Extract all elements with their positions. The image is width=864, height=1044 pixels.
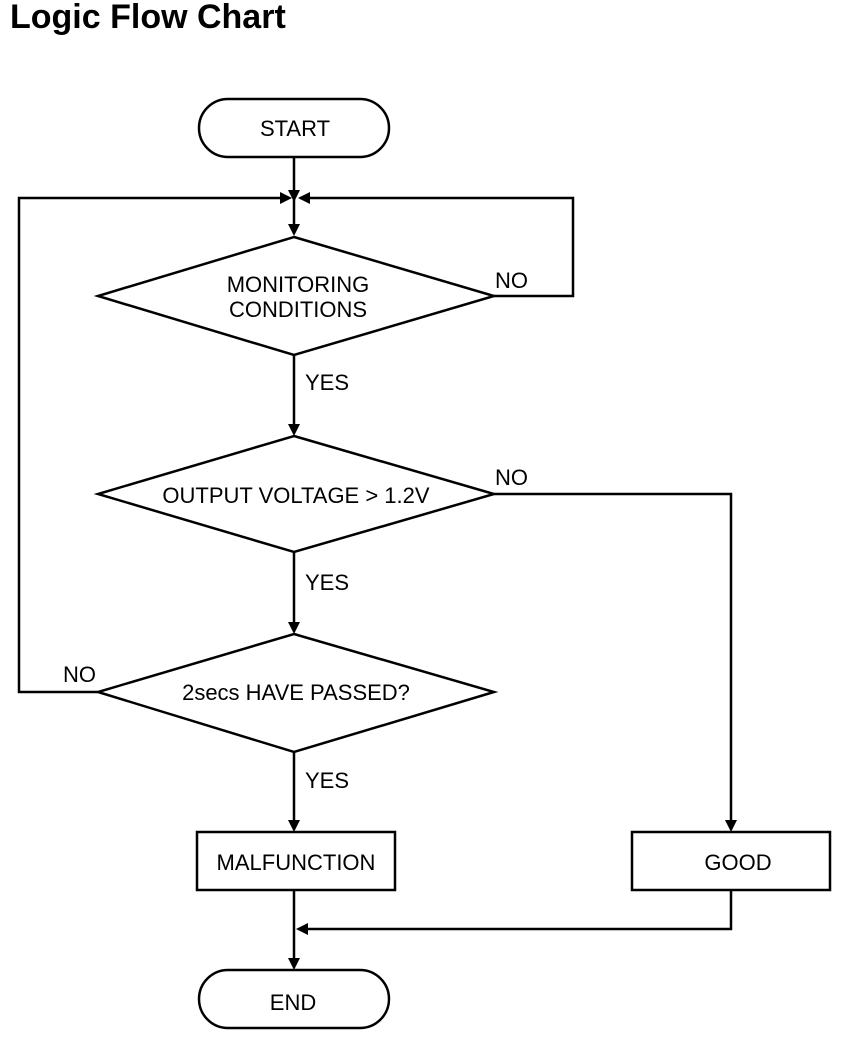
secs-yes-arrow <box>288 820 300 832</box>
output-voltage-label: OUTPUT VOLTAGE > 1.2V <box>162 483 429 508</box>
two-secs-label: 2secs HAVE PASSED? <box>182 680 410 705</box>
good-label: GOOD <box>704 850 771 875</box>
end-entry-arrow <box>288 958 300 970</box>
secs-no-arrow <box>280 192 292 204</box>
start-label: START <box>260 116 330 141</box>
secs-no-loop <box>17 196 288 694</box>
voltage-no-label: NO <box>495 465 528 490</box>
monitoring-yes-arrow <box>288 424 300 436</box>
good-connector <box>302 890 733 931</box>
secs-no-label: NO <box>63 662 96 687</box>
monitoring-no-arrow <box>298 192 310 204</box>
good-merge-arrow <box>296 923 308 935</box>
end-terminator <box>197 968 391 1030</box>
malfunction-label: MALFUNCTION <box>217 850 376 875</box>
monitoring-entry-arrow <box>288 224 300 236</box>
monitoring-no-loop <box>300 196 575 298</box>
malfunction-box <box>195 830 397 892</box>
monitoring-yes-label: YES <box>305 370 349 395</box>
voltage-yes-label: YES <box>305 570 349 595</box>
voltage-no-connector <box>494 492 733 822</box>
end-label: END <box>270 990 316 1015</box>
voltage-no-arrow <box>725 820 737 832</box>
start-merge-arrow <box>288 190 300 202</box>
voltage-yes-arrow <box>288 622 300 634</box>
monitoring-no-label: NO <box>495 268 528 293</box>
monitoring-label-line2: CONDITIONS <box>229 297 367 322</box>
monitoring-label-line1: MONITORING <box>227 272 370 297</box>
page-title: Logic Flow Chart <box>10 0 286 36</box>
secs-yes-label: YES <box>305 768 349 793</box>
